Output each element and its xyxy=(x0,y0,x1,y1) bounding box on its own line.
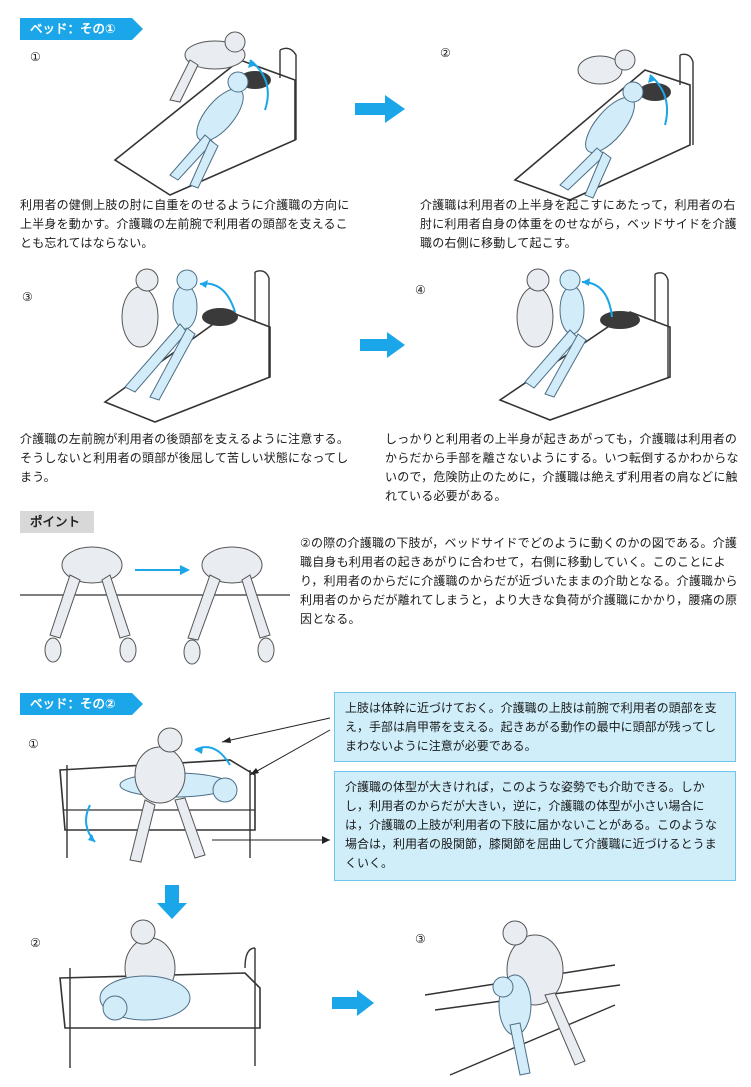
step-text-3: 介護職の左前腕が利用者の後頭部を支えるように注意する。そうしないと利用者の頭部が… xyxy=(20,432,350,484)
s2-step-number-2: ② xyxy=(30,936,41,950)
s2-step-number-3: ③ xyxy=(415,932,426,946)
s2-step-number-1: ① xyxy=(28,737,39,751)
illustration-s2-step-3 xyxy=(424,920,621,1076)
section-tag-bed-1: ベッド：その① xyxy=(20,18,143,40)
point-text: ②の際の介護職の下肢が，ベッドサイドでどのように動くのかの図である。介護職自身も… xyxy=(300,536,738,626)
step-number-2: ② xyxy=(440,46,451,60)
down-arrow-icon xyxy=(157,885,187,919)
illustration-step-3 xyxy=(103,268,271,423)
step-text-4: しっかりと利用者の上半身が起きあがっても，介護職は利用者のからだから手部を離さな… xyxy=(385,432,739,503)
step-number-3: ③ xyxy=(22,290,33,304)
step-number-1: ① xyxy=(30,50,41,64)
point-tag: ポイント xyxy=(20,511,94,533)
illustration-s2-step-1 xyxy=(59,727,256,863)
illustration-point-legs xyxy=(20,546,290,665)
illustration-step-2 xyxy=(513,49,694,201)
callout-body-size: 介護職の体型が大きければ，このような姿勢でも介助できる。しかし，利用者のからだが… xyxy=(334,771,736,881)
illustration-step-1 xyxy=(113,31,297,196)
callout-upper-limb: 上肢は体幹に近づけておく。介護職の上肢は前腕で利用者の頭部を支え，手部は肩甲帯を… xyxy=(334,692,736,762)
right-arrow-icon xyxy=(355,95,405,123)
step-number-4: ④ xyxy=(415,283,426,297)
step-text-1: 利用者の健側上肢の肘に自重をのせるように介護職の方向に上半身を動かす。介護職の左… xyxy=(20,198,350,250)
illustration-s2-step-2 xyxy=(59,919,261,1068)
right-arrow-icon xyxy=(360,332,405,358)
right-arrow-icon xyxy=(332,990,374,1016)
step-text-2: 介護職は利用者の上半身を起こすにあたって，利用者の右肘に利用者自身の体重をのせな… xyxy=(420,198,737,250)
section-tag-bed-2: ベッド：その② xyxy=(20,693,143,715)
illustration-step-4 xyxy=(498,268,671,421)
